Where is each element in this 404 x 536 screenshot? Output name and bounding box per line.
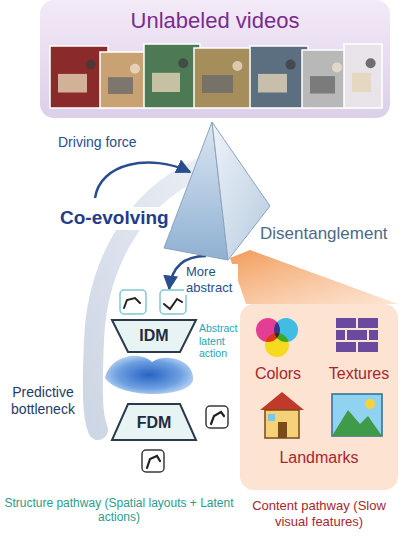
encoder-trapezoid	[112, 320, 196, 352]
frame-detail	[366, 58, 376, 68]
latent-blob	[105, 356, 193, 394]
video-frame	[344, 44, 382, 108]
brick-icon	[347, 330, 367, 340]
pathway-caption: Structure pathway (Spatial layouts + Lat…	[2, 496, 236, 525]
landscape-hills	[332, 410, 382, 436]
robot-arm	[211, 412, 224, 424]
frame-icon	[120, 290, 146, 314]
brick-icon	[358, 318, 378, 328]
driving-force-arrow	[95, 163, 190, 198]
edge-label: More abstract	[184, 264, 238, 295]
fdm-node: FDM	[112, 404, 196, 440]
frame-icon-arm	[124, 298, 140, 308]
frame-detail	[202, 75, 233, 93]
module-name: FDM	[112, 413, 196, 432]
frame-detail	[258, 74, 287, 93]
frame-detail	[232, 61, 242, 71]
frame-detail	[352, 73, 371, 92]
annotation: Driving force	[58, 134, 158, 151]
robot-frame	[206, 406, 228, 428]
frame-detail	[130, 64, 140, 74]
frame-detail	[86, 60, 96, 70]
frame-detail	[332, 62, 342, 72]
robot-icon	[142, 450, 164, 472]
house-roof	[260, 392, 304, 410]
house-door	[278, 422, 287, 438]
robot-frame	[142, 450, 164, 472]
annotation: Co-evolving	[58, 207, 171, 230]
video-frame	[250, 46, 308, 108]
brick-icon	[336, 330, 345, 340]
frame-detail	[310, 76, 335, 93]
brick-icon	[369, 330, 378, 340]
pathway-caption: Content pathway (Slow visual features)	[240, 498, 398, 529]
house-body	[265, 410, 299, 438]
feature-label: Colors	[240, 364, 316, 383]
feature-label: Landmarks	[240, 448, 398, 467]
frame-detail	[58, 74, 87, 93]
idm-node: IDM	[112, 290, 196, 352]
brick-icon	[358, 342, 378, 352]
content-pathway-box: ColorsTexturesLandmarksContent pathway (…	[240, 304, 398, 490]
frame-icon-arm	[164, 299, 182, 309]
prism-node: Disentanglement	[160, 122, 272, 262]
landscape-sun	[365, 399, 375, 409]
color-icon	[265, 333, 289, 357]
frame-detail	[178, 58, 188, 68]
frame-detail	[108, 77, 133, 94]
robot-arm	[147, 456, 160, 468]
video-frame	[144, 44, 200, 108]
robot-icon	[206, 406, 228, 428]
video-frame	[100, 52, 150, 108]
content-beam	[230, 250, 398, 304]
brick-icon	[336, 342, 356, 352]
annotation: Abstract latent action	[199, 322, 239, 360]
prism-label: Disentanglement	[260, 224, 388, 244]
panel-title: Unlabeled videos	[40, 8, 390, 34]
video-frame	[194, 48, 256, 108]
frame-icon	[160, 290, 186, 314]
video-panel: Unlabeled videos	[40, 0, 390, 118]
decoder-trapezoid	[112, 404, 196, 440]
annotation: Predictive bottleneck	[3, 384, 83, 418]
brick-icon	[336, 318, 356, 328]
shape-outline	[160, 122, 272, 262]
feature-label: Textures	[320, 364, 398, 383]
landscape-frame	[332, 394, 382, 436]
frame-detail	[152, 73, 180, 92]
module-name: IDM	[112, 326, 196, 345]
frame-detail	[286, 60, 296, 70]
house-window	[268, 414, 275, 421]
